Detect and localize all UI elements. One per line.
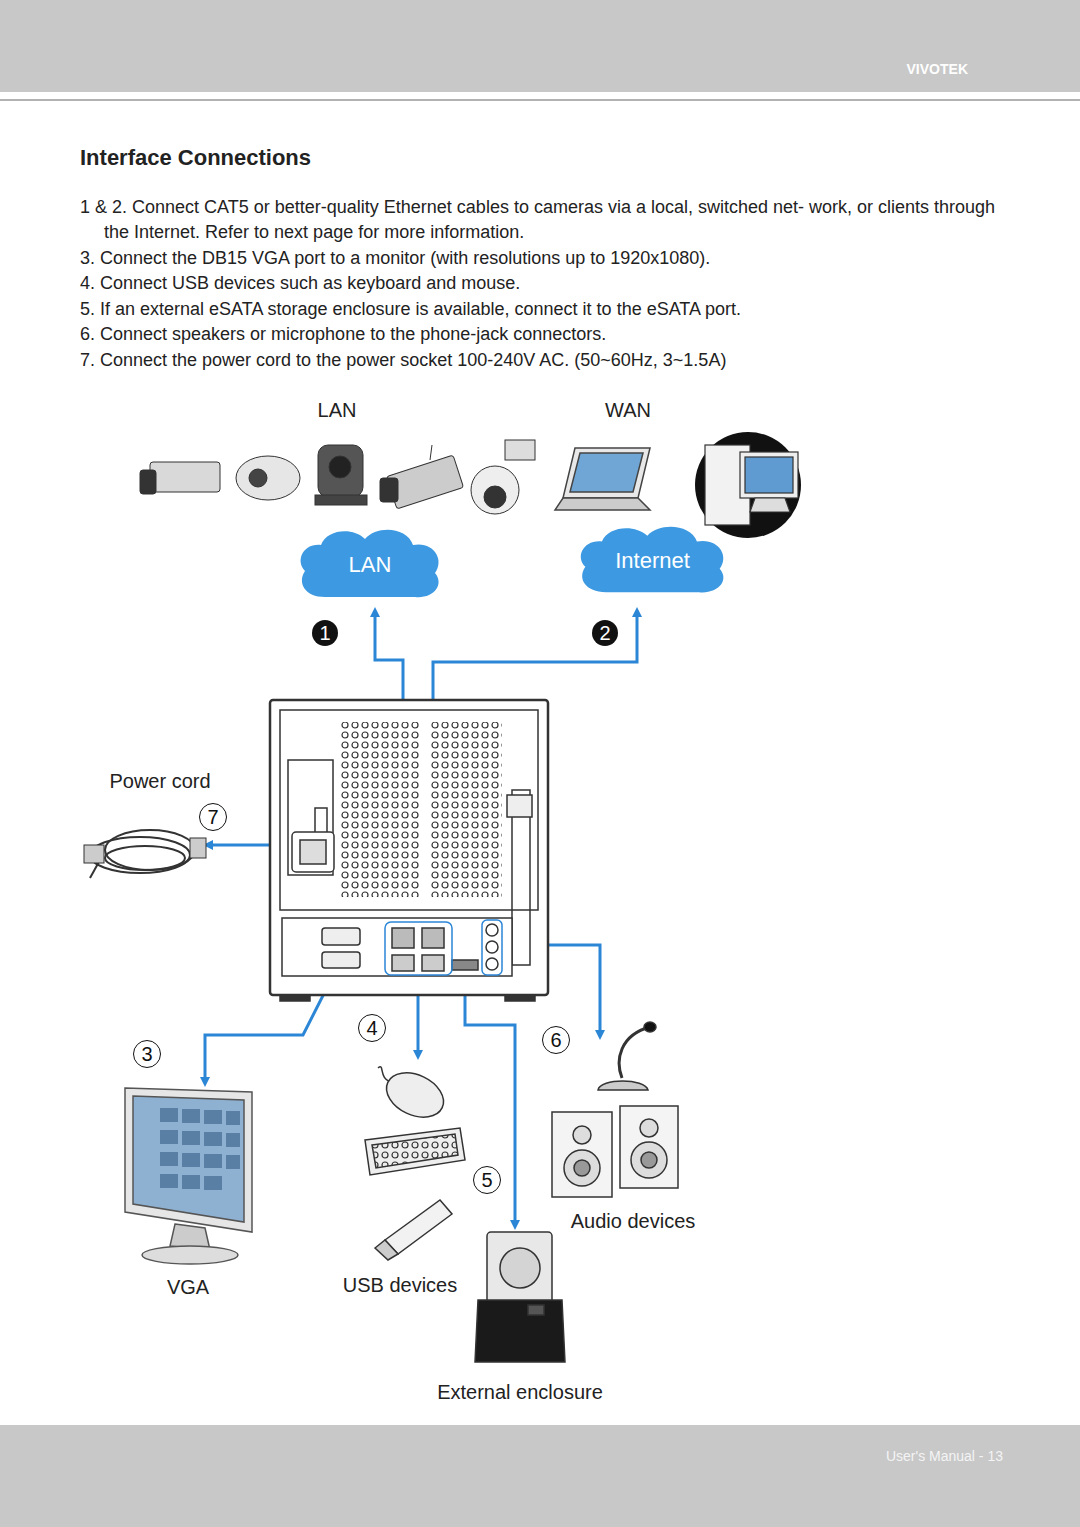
network-cloud: Internet [575,522,730,600]
device-label: USB devices [343,1274,458,1297]
cloud-label: LAN [349,552,392,578]
page-title: Interface Connections [80,145,311,171]
device-label: External enclosure [437,1381,603,1404]
device-label: VGA [167,1276,209,1299]
callout-number: 2 [592,620,618,646]
callout-number: 4 [358,1014,386,1042]
device-label: Audio devices [571,1210,696,1233]
instruction-text: 5. If an external eSATA storage enclosur… [80,297,741,322]
network-cloud: LAN [295,525,445,605]
network-label: WAN [605,399,651,422]
instruction-text: 4. Connect USB devices such as keyboard … [80,271,520,296]
callout-number: 3 [133,1040,161,1068]
page-number: User's Manual - 13 [886,1448,1003,1464]
callout-number: 1 [312,620,338,646]
device-label: Power cord [109,770,210,793]
instruction-text: 6. Connect speakers or microphone to the… [80,322,606,347]
instruction-text: 7. Connect the power cord to the power s… [80,348,726,373]
cloud-label: Internet [615,548,690,574]
callout-number: 7 [199,803,227,831]
callout-number: 5 [473,1166,501,1194]
instruction-text: 1 & 2. Connect CAT5 or better-quality Et… [80,195,1009,245]
network-label: LAN [318,399,357,422]
callout-number: 6 [542,1026,570,1054]
brand-name: VIVOTEK [907,61,968,77]
instruction-text: 3. Connect the DB15 VGA port to a monito… [80,246,710,271]
